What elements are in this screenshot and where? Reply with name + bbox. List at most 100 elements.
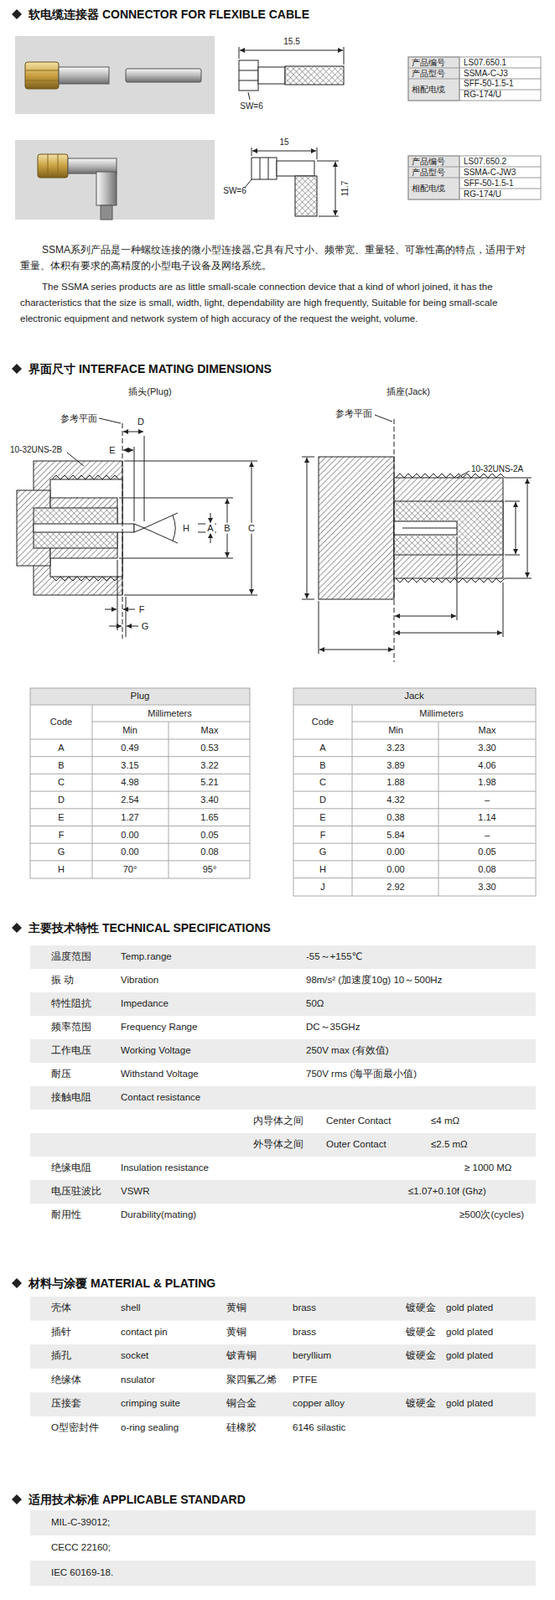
plug-section-drawing [210, 513, 212, 524]
table-band [30, 1296, 536, 1322]
plug-section-drawing [119, 558, 234, 560]
outline-drawing [252, 150, 317, 152]
dimension-value: 3.15 [120, 759, 139, 771]
outline-drawing [295, 176, 317, 217]
spec-name: Frequency Range [120, 1021, 198, 1033]
jack-section-drawing [504, 555, 520, 556]
plating-name: gold plated [446, 1351, 493, 1363]
section-heading: 适用技术标准 APPLICABLE STANDARD [28, 1493, 246, 1507]
field-name: 产品型号 [411, 167, 446, 178]
product-photo [57, 154, 59, 178]
view-title: 插座(Jack) [386, 386, 431, 398]
outline-drawing [316, 160, 339, 162]
outline-drawing [343, 46, 345, 65]
outline-drawing [238, 80, 259, 82]
cable-type: RG-174/U [463, 189, 502, 200]
spec-name: Working Voltage [120, 1045, 192, 1057]
dimension-value: 0.00 [120, 829, 139, 841]
table-band [30, 1086, 536, 1110]
plug-section-drawing [123, 431, 144, 433]
section-diamond [11, 1278, 22, 1289]
spec-value: DC～35GHz [306, 1021, 360, 1033]
plug-section-drawing [172, 515, 176, 541]
table-header: Min [388, 725, 404, 737]
product-photo [100, 205, 113, 220]
info-table [408, 57, 541, 101]
table-band [30, 1344, 536, 1370]
description-paragraph: SSMA系列产品是一种螺纹连接的微小型连接器,它具有尺寸小、频带宽、重量轻、可靠… [20, 242, 535, 275]
dimension-value: 1.88 [386, 777, 405, 789]
plug-section-drawing [108, 626, 122, 628]
dimension-value: 3.40 [200, 794, 218, 806]
material-name: beryllium [292, 1351, 332, 1363]
cable-type: RG-174/U [463, 89, 502, 100]
spec-name: 频率范围 [51, 1021, 92, 1033]
dimension-code: B [57, 759, 64, 771]
spec-name: 内导体之间 [253, 1115, 304, 1127]
jack-section-drawing [515, 502, 517, 555]
dimension-value: 1.27 [120, 811, 139, 823]
section-heading: 界面尺寸 INTERFACE MATING DIMENSIONS [28, 362, 272, 376]
jack-section-drawing [394, 632, 503, 634]
product-photo [96, 171, 117, 206]
plug-section-drawing [123, 609, 135, 611]
dimension-value: 0.00 [386, 864, 405, 876]
product-photo [15, 36, 215, 115]
jack-section-drawing [306, 457, 308, 599]
jack-section-drawing [394, 501, 504, 555]
jack-section-drawing [402, 528, 457, 530]
spec-name: 耐用性 [51, 1209, 82, 1221]
table-header: Code [50, 716, 73, 728]
field-name: 产品编号 [411, 156, 446, 167]
spec-name: 外导体之间 [253, 1139, 304, 1151]
dimension-code: E [57, 811, 64, 823]
outline-drawing [318, 216, 339, 218]
plating-name: 镀硬金 [405, 1351, 436, 1363]
spec-value: 750V rms (海平面最小值) [306, 1068, 417, 1080]
plating-name: gold plated [446, 1327, 493, 1339]
plug-section-drawing [134, 523, 145, 533]
jack-section-drawing [504, 578, 532, 580]
standard-name: CECC 22160; [51, 1542, 111, 1554]
plug-section-drawing [98, 418, 121, 424]
model-number: SSMA-C-J3 [463, 68, 509, 79]
dimension-value: 4.06 [477, 759, 496, 771]
dimension-letter: E [108, 445, 115, 457]
spec-name: Withstand Voltage [120, 1068, 199, 1080]
table-header: Millimeters [147, 708, 192, 720]
field-name: 产品型号 [411, 68, 446, 79]
spec-value: ≤2.5 mΩ [430, 1139, 468, 1151]
dimension-code: D [57, 794, 65, 806]
part-name: nsulator [120, 1374, 156, 1386]
spec-name: Outer Contact [326, 1139, 387, 1151]
outline-drawing [251, 147, 253, 156]
dimension-value: 11.7 [340, 181, 351, 198]
spec-name: Durability(mating) [120, 1209, 197, 1221]
description-paragraph: The SSMA series products are as little s… [20, 279, 535, 327]
dimension-code: H [57, 864, 65, 876]
table-band [30, 992, 536, 1017]
spec-name: 接触电阻 [51, 1092, 92, 1104]
jack-section-drawing [301, 414, 532, 663]
part-name: o-ring sealing [120, 1422, 179, 1434]
table-title: Plug [129, 690, 150, 702]
jack-section-drawing [504, 477, 532, 479]
dimension-value: 95° [202, 864, 218, 876]
dimension-table [30, 688, 250, 879]
dimension-value: 4.32 [386, 794, 405, 806]
table-band [30, 1561, 536, 1587]
jack-section-drawing [456, 536, 458, 621]
spec-name: 绝缘电阻 [51, 1162, 92, 1174]
dimension-value: 0.05 [477, 846, 496, 858]
spec-name: Contact resistance [120, 1092, 201, 1104]
dimension-value: 3.89 [386, 759, 405, 771]
field-name: 相配电缆 [411, 84, 446, 95]
part-name: socket [120, 1351, 149, 1363]
dimension-code: F [58, 829, 65, 841]
plug-section-drawing [67, 452, 84, 467]
material-name: copper alloy [292, 1399, 345, 1411]
dimension-table [293, 705, 536, 897]
product-photo [25, 70, 59, 72]
dimension-value: 2.92 [386, 881, 405, 893]
